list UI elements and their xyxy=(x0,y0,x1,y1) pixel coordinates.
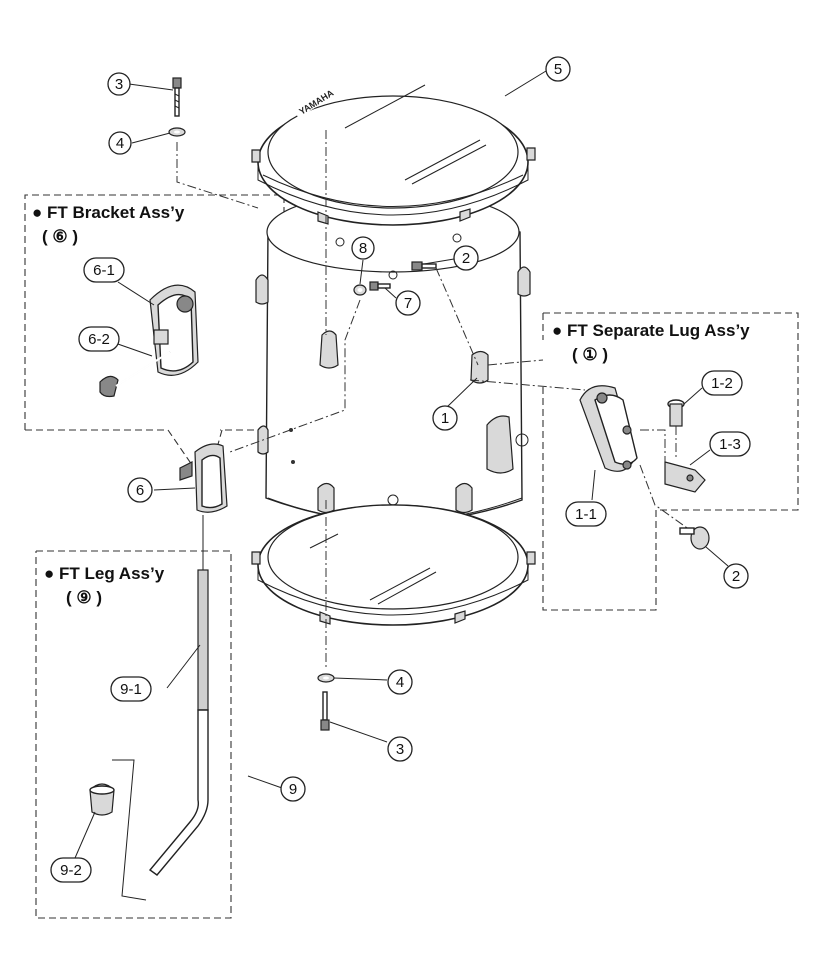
bolt-2-bottom xyxy=(679,526,710,550)
callout-2-lug: 2 xyxy=(723,563,749,589)
callout-2-shell: 2 xyxy=(453,245,479,271)
leg-assy-ref: ( ⑨ ) xyxy=(66,588,102,607)
leg-assy-title: ● FT Leg Ass’y xyxy=(44,564,165,583)
lug-assy-ref: ( ① ) xyxy=(572,345,608,364)
lug-nut-1-2 xyxy=(667,399,685,427)
callout-1-3: 1-3 xyxy=(709,431,751,457)
ft-leg-assy-box xyxy=(35,550,232,919)
bolt-2-top xyxy=(411,261,437,271)
shell-lugs xyxy=(255,266,531,514)
callout-4-top: 4 xyxy=(108,131,132,155)
svg-text:9-1: 9-1 xyxy=(120,681,142,698)
svg-text:1: 1 xyxy=(441,410,449,427)
callout-6-2: 6-2 xyxy=(78,326,120,352)
svg-text:9: 9 xyxy=(289,781,297,798)
callout-1-1: 1-1 xyxy=(565,501,607,527)
svg-text:1-1: 1-1 xyxy=(575,506,597,523)
ft-separate-lug-assy-box xyxy=(542,312,799,611)
bracket-assy-title: ● FT Bracket Ass’y xyxy=(32,203,185,222)
callout-1-2: 1-2 xyxy=(701,370,743,396)
callout-6-1: 6-1 xyxy=(83,257,125,283)
lug-body-1-1 xyxy=(579,385,638,472)
svg-text:9-2: 9-2 xyxy=(60,862,82,879)
leg-9-1 xyxy=(148,569,209,876)
callout-5: 5 xyxy=(545,56,571,82)
washer-8 xyxy=(353,284,367,296)
svg-text:1-2: 1-2 xyxy=(711,375,733,392)
callout-9: 9 xyxy=(280,776,306,802)
svg-text:4: 4 xyxy=(116,135,124,152)
bracket-body-6-1 xyxy=(149,284,199,376)
svg-text:2: 2 xyxy=(462,250,470,267)
svg-text:6: 6 xyxy=(136,482,144,499)
callout-7: 7 xyxy=(395,290,421,316)
callout-3-bottom: 3 xyxy=(387,736,413,762)
svg-text:4: 4 xyxy=(396,674,404,691)
callout-4-bottom: 4 xyxy=(387,669,413,695)
svg-text:2: 2 xyxy=(732,568,740,585)
leader-lines xyxy=(74,70,729,859)
callout-6: 6 xyxy=(127,477,153,503)
tension-rod-top xyxy=(168,77,186,137)
lug-clip-1-3 xyxy=(664,461,706,493)
svg-text:7: 7 xyxy=(404,295,412,312)
svg-text:5: 5 xyxy=(554,61,562,78)
bracket-6 xyxy=(179,443,228,513)
bolt-7 xyxy=(369,281,391,291)
callout-3-top: 3 xyxy=(107,72,131,96)
callout-9-2: 9-2 xyxy=(50,857,92,883)
svg-text:6-2: 6-2 xyxy=(88,331,110,348)
svg-text:3: 3 xyxy=(396,741,404,758)
callout-9-1: 9-1 xyxy=(110,676,152,702)
svg-text:3: 3 xyxy=(115,76,123,93)
lug-assy-title: ● FT Separate Lug Ass’y xyxy=(552,321,750,340)
svg-text:1-3: 1-3 xyxy=(719,436,741,453)
bracket-assy-ref: ( ⑥ ) xyxy=(42,227,78,246)
drum-head-bottom xyxy=(251,504,536,626)
svg-text:8: 8 xyxy=(359,240,367,257)
leg-tip-9-2 xyxy=(89,783,115,816)
svg-text:6-1: 6-1 xyxy=(93,262,115,279)
callout-1: 1 xyxy=(432,405,458,431)
callout-8: 8 xyxy=(351,236,375,260)
drum-head-top: YAMAHA xyxy=(251,84,536,226)
wing-bolt-6-2 xyxy=(99,351,171,398)
tension-rod-bottom xyxy=(317,673,335,731)
